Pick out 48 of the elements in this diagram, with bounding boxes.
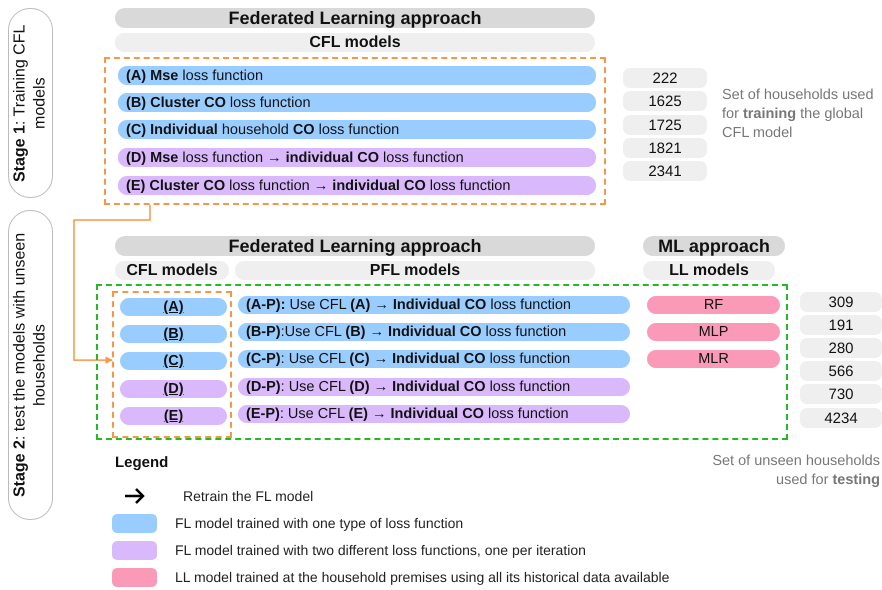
count-box: 4234	[800, 408, 882, 428]
connector-arrow	[73, 205, 151, 364]
model-bar: RF	[647, 296, 780, 314]
note-text: Set of households used for training the global CFL model	[722, 86, 875, 143]
model-bar: MLP	[647, 323, 780, 341]
model-bar: (A) Mse loss function	[118, 66, 596, 85]
model-bar: (E-P): Use CFL (E) → Individual CO loss function	[238, 405, 630, 423]
model-bar: (A-P): Use CFL (A) → Individual CO loss function	[238, 296, 630, 314]
count-box: 309	[800, 292, 882, 312]
count-box: 1821	[623, 138, 707, 158]
model-bar: (E)	[120, 407, 227, 425]
count-box: 1625	[623, 91, 707, 111]
legend-text: LL model trained at the household premises using all its historical data available	[175, 568, 670, 587]
model-bar: (A)	[120, 298, 227, 316]
model-bar: (D) Mse loss function → individual CO loss function	[118, 148, 596, 167]
subsection-header: CFL models	[115, 261, 229, 280]
subsection-header: PFL models	[235, 261, 595, 280]
count-box: 280	[800, 338, 882, 358]
count-box: 222	[623, 68, 707, 88]
section-header: Federated Learning approach	[115, 236, 595, 256]
model-bar: (E) Cluster CO loss function → individual CO loss function	[118, 176, 596, 195]
dashed-group-frame	[104, 57, 606, 205]
model-bar: (B) Cluster CO loss function	[118, 93, 596, 112]
model-bar: MLR	[647, 350, 780, 368]
count-box: 730	[800, 384, 882, 404]
model-bar: (D-P): Use CFL (D) → Individual CO loss function	[238, 378, 630, 396]
subsection-header: CFL models	[115, 33, 595, 52]
legend-text: FL model trained with one type of loss function	[175, 514, 464, 533]
legend-text: FL model trained with two different loss functions, one per iteration	[175, 541, 586, 560]
stage-label: Stage 2: test the models with unseen households	[8, 210, 53, 520]
section-header: ML approach	[643, 236, 785, 256]
model-bar: (C) Individual household CO loss function	[118, 120, 596, 139]
dashed-group-frame	[112, 291, 232, 438]
subsection-header: LL models	[643, 261, 775, 280]
section-header: Federated Learning approach	[115, 8, 595, 28]
model-bar: (C)	[120, 352, 227, 370]
legend-title: Legend	[115, 453, 168, 472]
dashed-group-frame	[96, 284, 788, 440]
count-box: 191	[800, 315, 882, 335]
model-bar: (C-P): Use CFL (C) → Individual CO loss function	[238, 350, 630, 368]
model-bar: (B-P):Use CFL (B) → Individual CO loss function	[238, 323, 630, 341]
count-box: 2341	[623, 161, 707, 181]
model-bar: (B)	[120, 325, 227, 343]
note-text: Set of unseen households used for testing	[711, 452, 880, 490]
model-bar: (D)	[120, 380, 227, 398]
count-box: 566	[800, 361, 882, 381]
legend-text: Retrain the FL model	[183, 487, 314, 506]
count-box: 1725	[623, 115, 707, 135]
